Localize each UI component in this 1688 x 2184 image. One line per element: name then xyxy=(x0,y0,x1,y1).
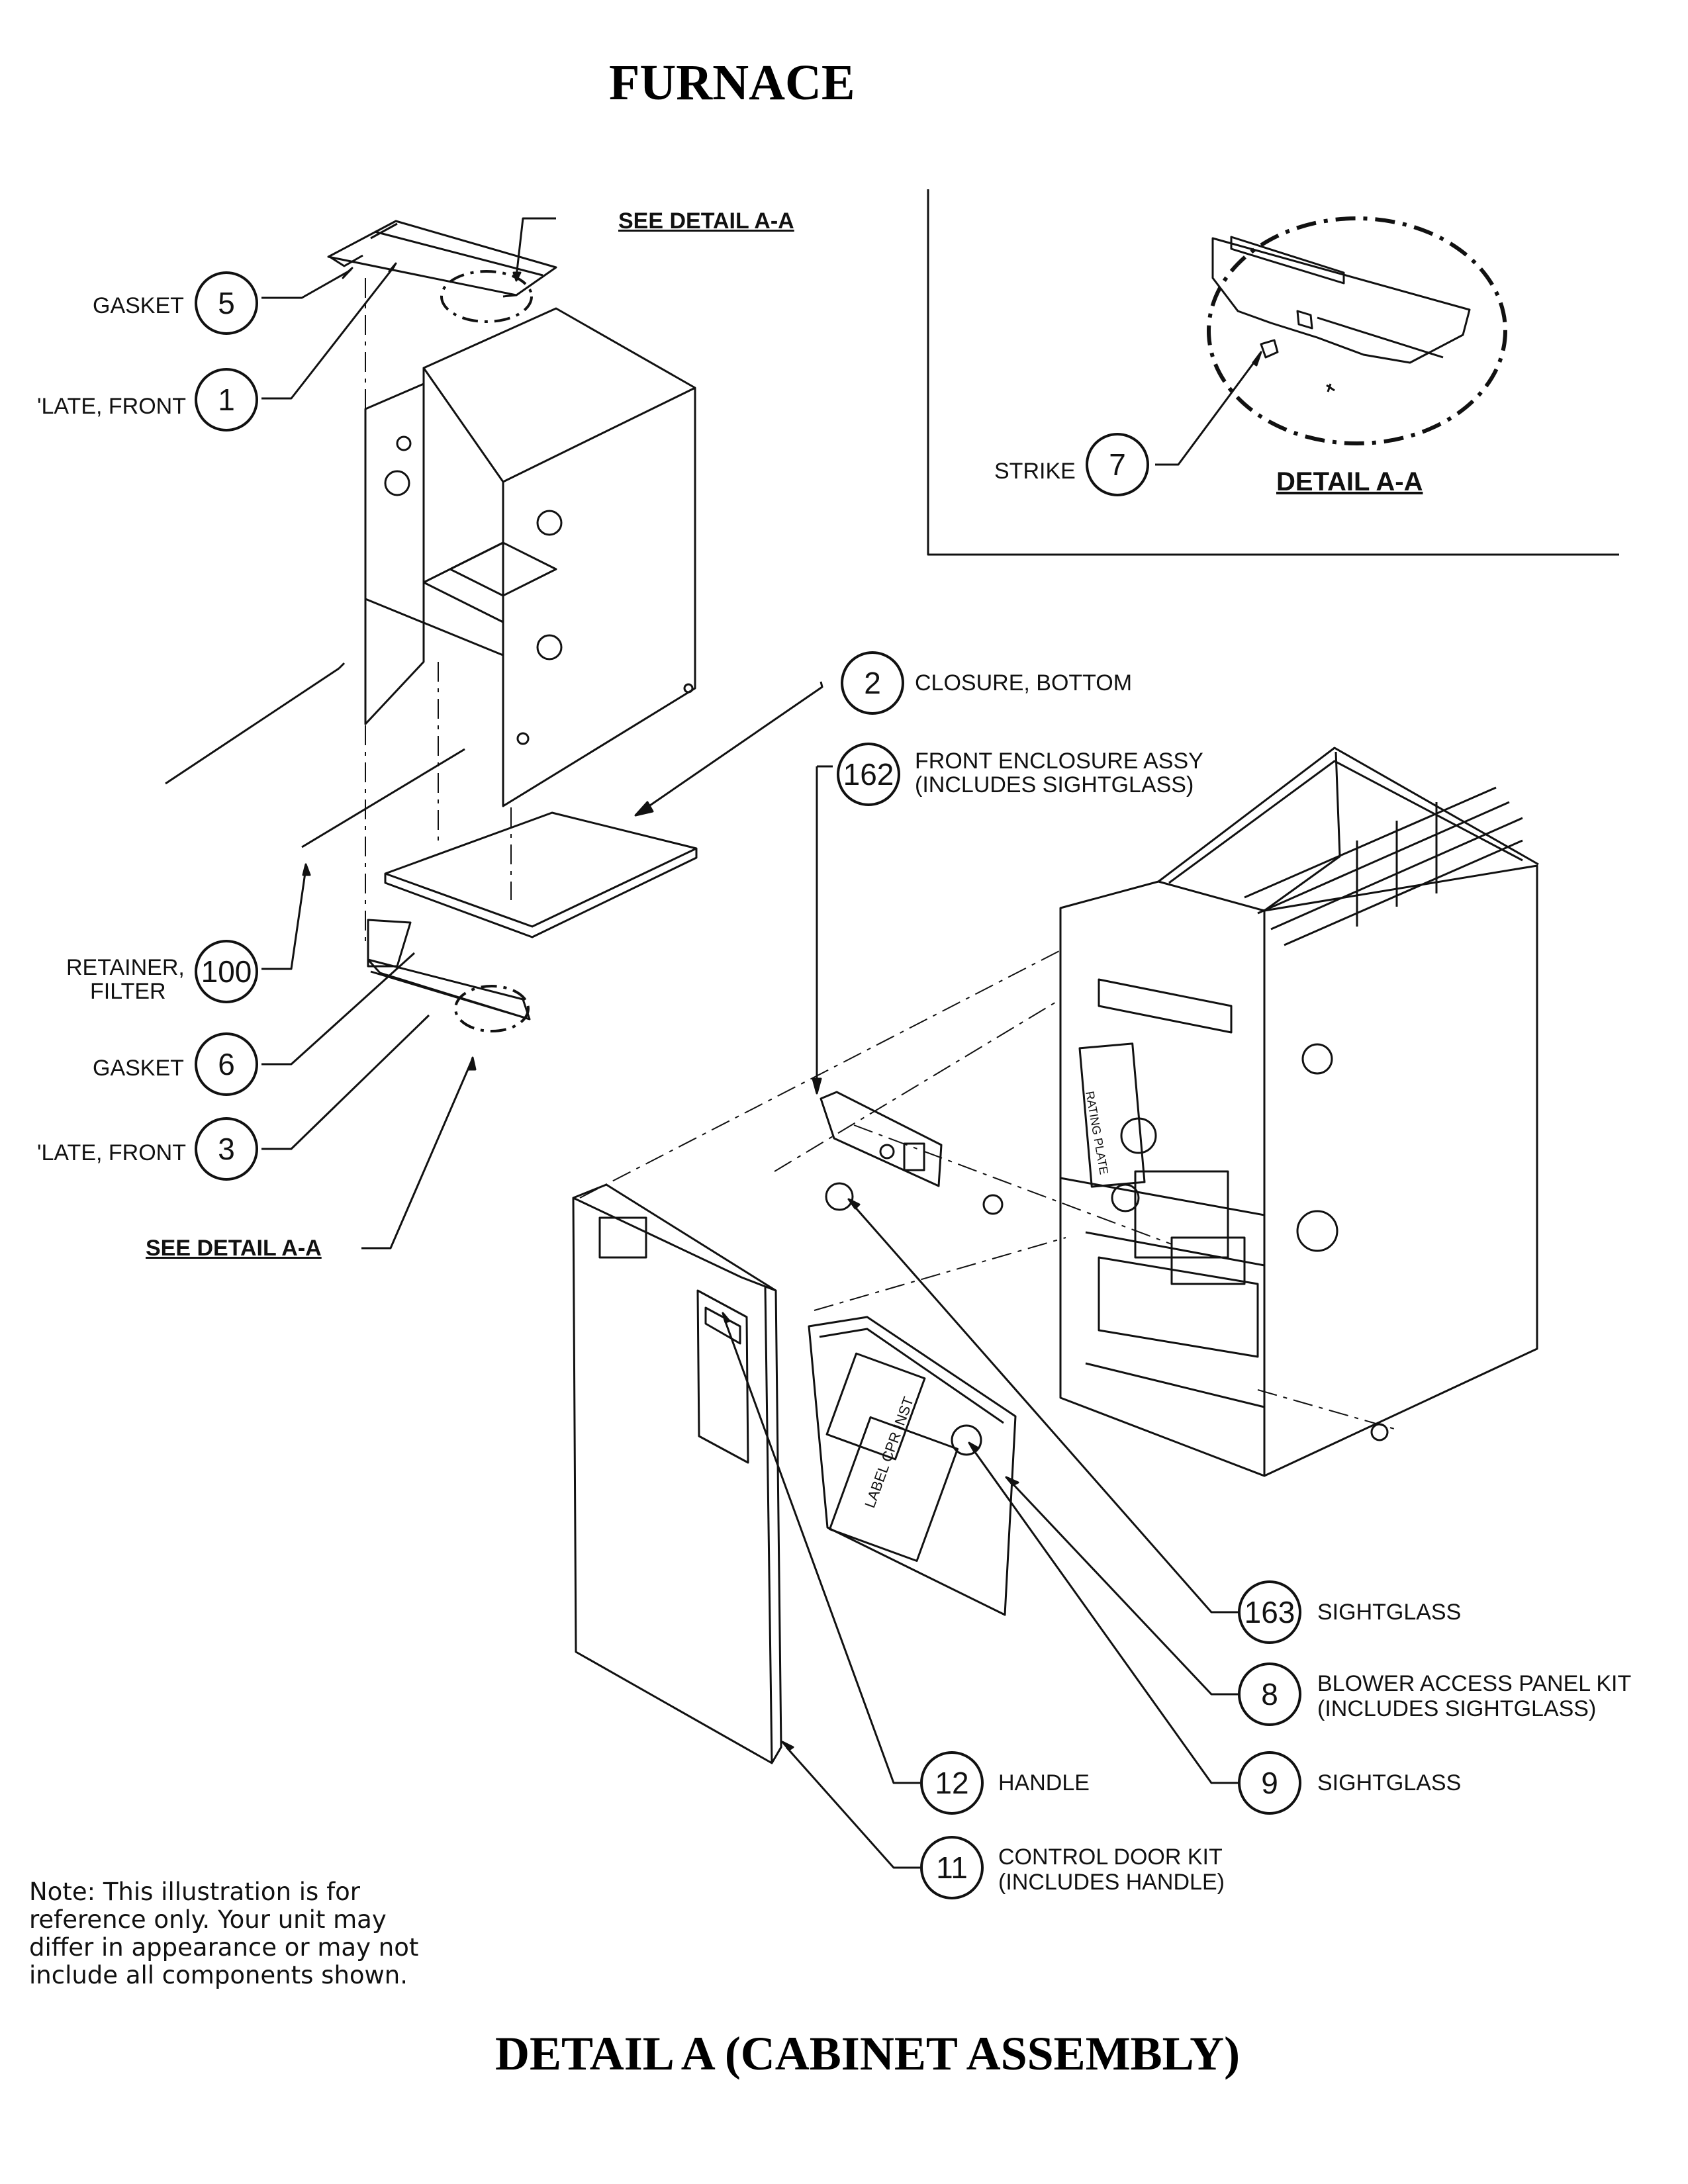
front-enclosure xyxy=(820,1091,943,1187)
see-detail-bottom-label: SEE DETAIL A-A xyxy=(146,1236,322,1261)
cabinet-shell xyxy=(364,307,696,807)
callout-3-label: 'LATE, FRONT xyxy=(37,1140,186,1165)
top-front-plate xyxy=(327,220,557,298)
callout-1-label: 'LATE, FRONT xyxy=(37,394,186,419)
callout-8-label: BLOWER ACCESS PANEL KIT xyxy=(1317,1671,1632,1696)
assembled-furnace xyxy=(1059,747,1539,1477)
callout-162-label: FRONT ENCLOSURE ASSY xyxy=(915,749,1203,774)
detail-inset-title: DETAIL A-A xyxy=(1276,467,1423,496)
callout-100-label-2: FILTER xyxy=(90,979,166,1004)
callout-8-bubble: 8 xyxy=(1238,1662,1301,1726)
callout-5-bubble: 5 xyxy=(195,271,258,335)
detail-inset-frame xyxy=(927,189,1619,556)
callout-7-label: STRIKE xyxy=(994,459,1076,484)
page-title: FURNACE xyxy=(609,55,855,111)
callout-11-label-2: (INCLUDES HANDLE) xyxy=(998,1870,1225,1895)
label-cpr-text: LABEL CPR INST xyxy=(861,1394,917,1510)
callout-6-label: GASKET xyxy=(93,1056,184,1081)
callout-7-bubble: 7 xyxy=(1086,433,1149,496)
callout-1-bubble: 1 xyxy=(195,368,258,432)
callout-162-bubble: 162 xyxy=(837,743,900,806)
callout-9-label: SIGHTGLASS xyxy=(1317,1770,1462,1796)
control-door xyxy=(572,1183,782,1764)
callout-11-label: CONTROL DOOR KIT xyxy=(998,1844,1223,1870)
callout-6-bubble: 6 xyxy=(195,1032,258,1096)
callout-100-label: RETAINER, xyxy=(66,955,185,980)
callout-100-bubble: 100 xyxy=(195,940,258,1003)
bottom-closure xyxy=(384,811,698,938)
callout-11-bubble: 11 xyxy=(920,1836,984,1899)
callout-12-bubble: 12 xyxy=(920,1751,984,1815)
callout-163-label: SIGHTGLASS xyxy=(1317,1600,1462,1625)
detail-plate xyxy=(1211,236,1471,392)
detail-dashed-circle xyxy=(1207,216,1507,445)
footer-title: DETAIL A (CABINET ASSEMBLY) xyxy=(495,2027,1241,2080)
callout-12-label: HANDLE xyxy=(998,1770,1090,1796)
callout-3-bubble: 3 xyxy=(195,1117,258,1181)
callout-8-label-2: (INCLUDES SIGHTGLASS) xyxy=(1317,1696,1597,1721)
blower-access-panel xyxy=(808,1316,1017,1616)
callout-5-label: GASKET xyxy=(93,293,184,318)
callout-2-label: CLOSURE, BOTTOM xyxy=(915,670,1133,696)
reference-note: Note: This illustration is for reference… xyxy=(29,1878,419,1989)
callout-163-bubble: 163 xyxy=(1238,1580,1301,1644)
bottom-front-plate xyxy=(367,919,531,1021)
callout-9-bubble: 9 xyxy=(1238,1751,1301,1815)
callout-2-bubble: 2 xyxy=(841,651,904,715)
callout-162-label-2: (INCLUDES SIGHTGLASS) xyxy=(915,772,1194,797)
see-detail-top-label: SEE DETAIL A-A xyxy=(618,208,794,234)
